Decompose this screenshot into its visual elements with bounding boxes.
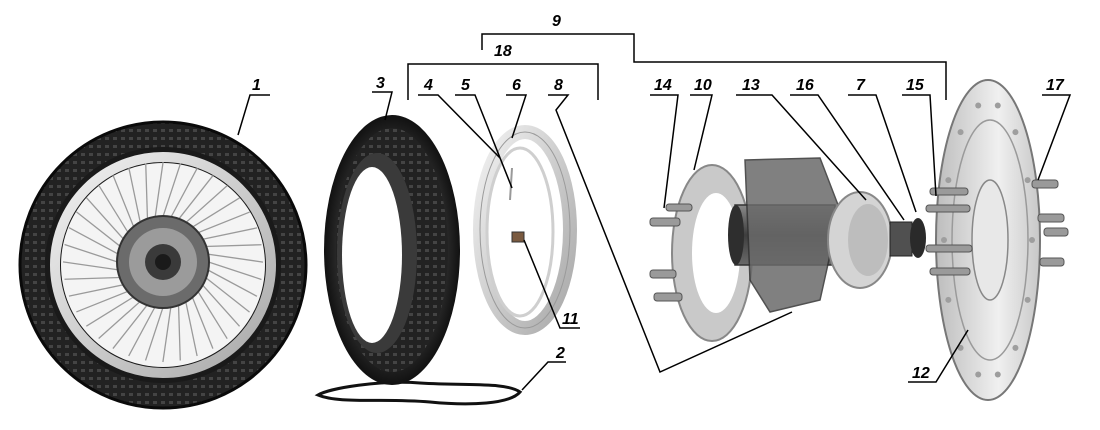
brake-disc — [935, 79, 1041, 401]
disc-hole — [1012, 344, 1019, 351]
disc-bolts-right — [1031, 179, 1069, 267]
rim — [473, 125, 577, 335]
hub-spacer — [827, 191, 893, 289]
callout-9: 9 — [552, 13, 561, 30]
callout-1: 1 — [252, 77, 261, 94]
callout-5: 5 — [461, 77, 471, 94]
callout-14: 14 — [654, 77, 672, 94]
callout-15: 15 — [906, 77, 925, 94]
callout-6: 6 — [512, 77, 521, 94]
tire — [324, 115, 460, 385]
callout-2: 2 — [555, 345, 565, 362]
hub-body — [728, 157, 841, 313]
assembled-wheel — [18, 120, 308, 410]
callout-8: 8 — [554, 77, 563, 94]
callout-labels: 1 2 3 4 5 6 7 8 9 10 11 12 13 14 15 16 1… — [252, 13, 1065, 382]
disc-hole — [1012, 129, 1019, 136]
callout-18: 18 — [494, 43, 512, 60]
callout-17: 17 — [1046, 77, 1065, 94]
disc-hole — [975, 102, 982, 109]
callout-12: 12 — [912, 365, 930, 382]
disc-hole — [945, 296, 952, 303]
callout-11: 11 — [562, 311, 579, 328]
callout-13: 13 — [742, 77, 760, 94]
disc-hole — [941, 237, 947, 243]
disc-hole — [1024, 296, 1031, 303]
left-bolts — [649, 203, 693, 302]
callout-7: 7 — [856, 77, 866, 94]
disc-hole — [957, 129, 964, 136]
callout-16: 16 — [796, 77, 814, 94]
disc-bolts-left — [925, 187, 973, 276]
leader-lines — [237, 33, 1072, 391]
rim-lock — [511, 231, 525, 243]
callout-4: 4 — [423, 77, 433, 94]
bearing-and-seal — [889, 218, 926, 258]
disc-hole — [994, 371, 1001, 378]
callout-3: 3 — [376, 75, 385, 92]
disc-hole — [994, 102, 1001, 109]
disc-hole — [1024, 177, 1031, 184]
disc-hole — [957, 344, 964, 351]
rim-band — [314, 380, 523, 406]
disc-hole — [1029, 237, 1035, 243]
callout-10: 10 — [694, 77, 712, 94]
disc-hole — [945, 177, 952, 184]
disc-hole — [975, 371, 982, 378]
